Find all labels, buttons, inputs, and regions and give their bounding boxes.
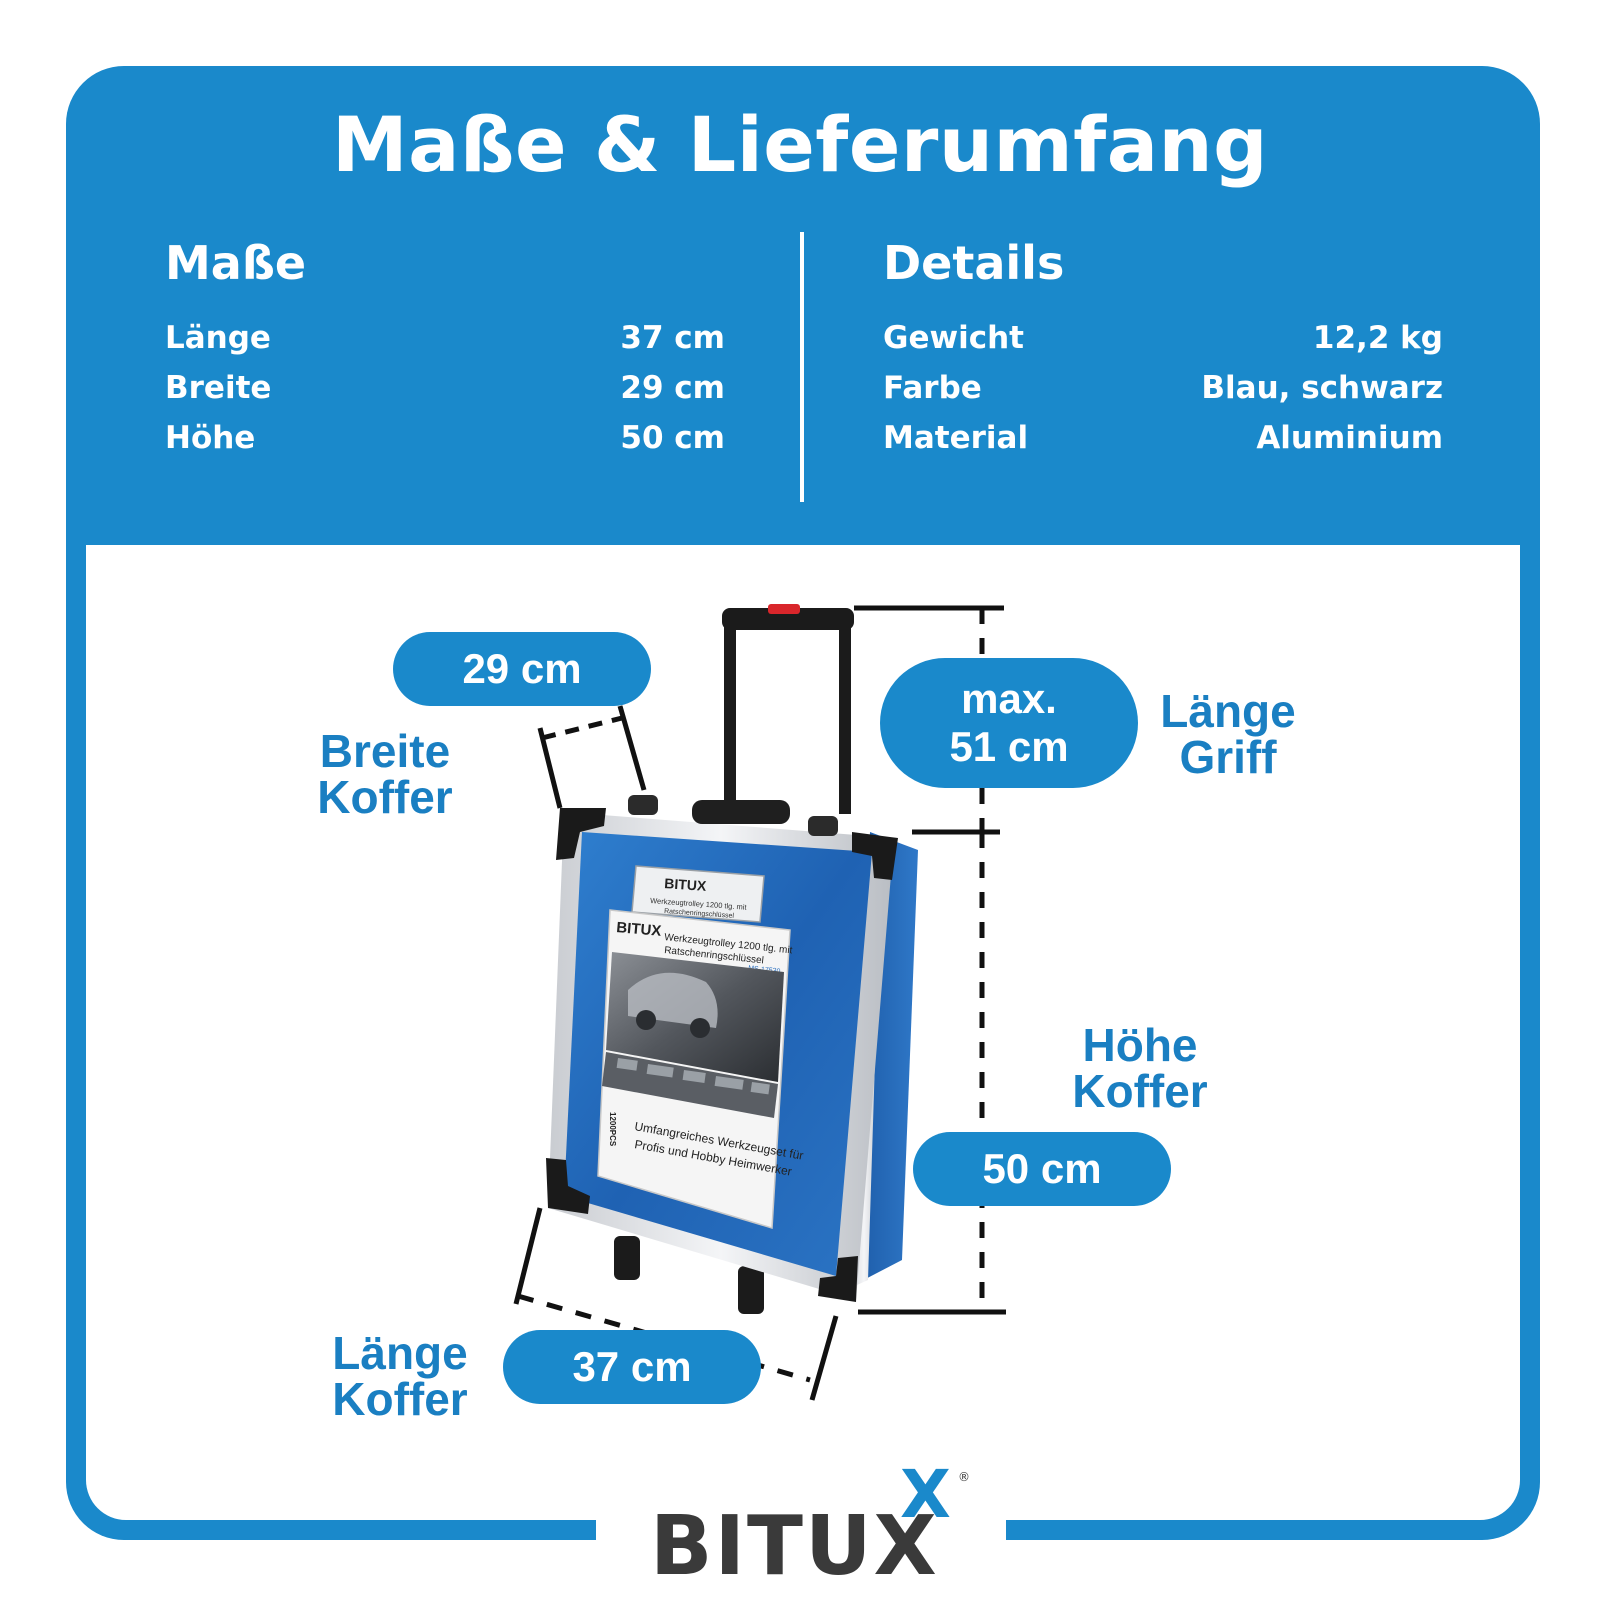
- poster-pcs: 1200PCS: [608, 1112, 617, 1147]
- hoehe-label: Höhe Koffer: [1050, 1022, 1230, 1114]
- registered-mark: ®: [958, 1470, 970, 1484]
- logo-x-mark: X: [900, 1456, 951, 1533]
- column-divider: [800, 232, 804, 502]
- griff-pill-line1: max.: [961, 675, 1057, 722]
- corner-protectors: [546, 808, 898, 1302]
- row-value: 29 cm: [620, 370, 725, 406]
- breite-label: Breite Koffer: [300, 728, 470, 820]
- product-poster: BITUX Werkzeugtrolley 1200 tlg. mit Rats…: [597, 909, 804, 1229]
- bituxx-logo: BITUX: [650, 1499, 939, 1594]
- breite-extension-right: [617, 705, 647, 791]
- griff-label: Länge Griff: [1148, 688, 1308, 780]
- laenge-extension-right: [809, 1315, 839, 1401]
- row-value: 50 cm: [620, 420, 725, 456]
- hoehe-label-line2: Koffer: [1072, 1065, 1208, 1117]
- griff-pill-line2: 51 cm: [949, 723, 1069, 770]
- row-label: Material: [883, 420, 1029, 456]
- row-label: Länge: [165, 320, 271, 356]
- page-title: Maße & Lieferumfang: [331, 100, 1269, 189]
- masse-heading: Maße: [165, 236, 307, 290]
- row-value: Aluminium: [1256, 420, 1443, 456]
- details-heading: Details: [883, 236, 1065, 290]
- trolley-wheels: [614, 1236, 764, 1314]
- hoehe-pill: 50 cm: [913, 1132, 1171, 1206]
- row-value: Blau, schwarz: [1201, 370, 1443, 406]
- breite-label-line1: Breite: [319, 725, 451, 777]
- laenge-pill: 37 cm: [503, 1330, 761, 1404]
- griff-pill: max. 51 cm: [880, 658, 1138, 788]
- row-value: 37 cm: [620, 320, 725, 356]
- poster-brand: BITUX: [616, 919, 662, 940]
- plate-brand: BITUX: [664, 875, 708, 894]
- brand-plate: BITUX Werkzeugtrolley 1200 tlg. mit Rats…: [631, 865, 765, 923]
- row-label: Gewicht: [883, 320, 1024, 356]
- griff-label-line1: Länge: [1160, 685, 1296, 737]
- row-label: Breite: [165, 370, 272, 406]
- case-top-handle: [628, 795, 838, 836]
- logo-gap: [596, 1500, 1006, 1560]
- row-value: 12,2 kg: [1312, 320, 1443, 356]
- breite-label-line2: Koffer: [317, 771, 453, 823]
- breite-extension-left: [537, 727, 563, 809]
- trolley-handle: [722, 604, 854, 814]
- griff-label-line2: Griff: [1179, 731, 1277, 783]
- laenge-label-line2: Koffer: [332, 1373, 468, 1425]
- breite-pill: 29 cm: [393, 632, 651, 706]
- laenge-label-line1: Länge: [332, 1327, 468, 1379]
- row-label: Höhe: [165, 420, 256, 456]
- laenge-label: Länge Koffer: [315, 1330, 485, 1422]
- row-label: Farbe: [883, 370, 982, 406]
- breite-dim-line: [541, 715, 623, 741]
- hoehe-label-line1: Höhe: [1082, 1019, 1198, 1071]
- laenge-extension-left: [513, 1207, 543, 1305]
- plate-line2: Ratschenringschlüssel: [664, 908, 735, 920]
